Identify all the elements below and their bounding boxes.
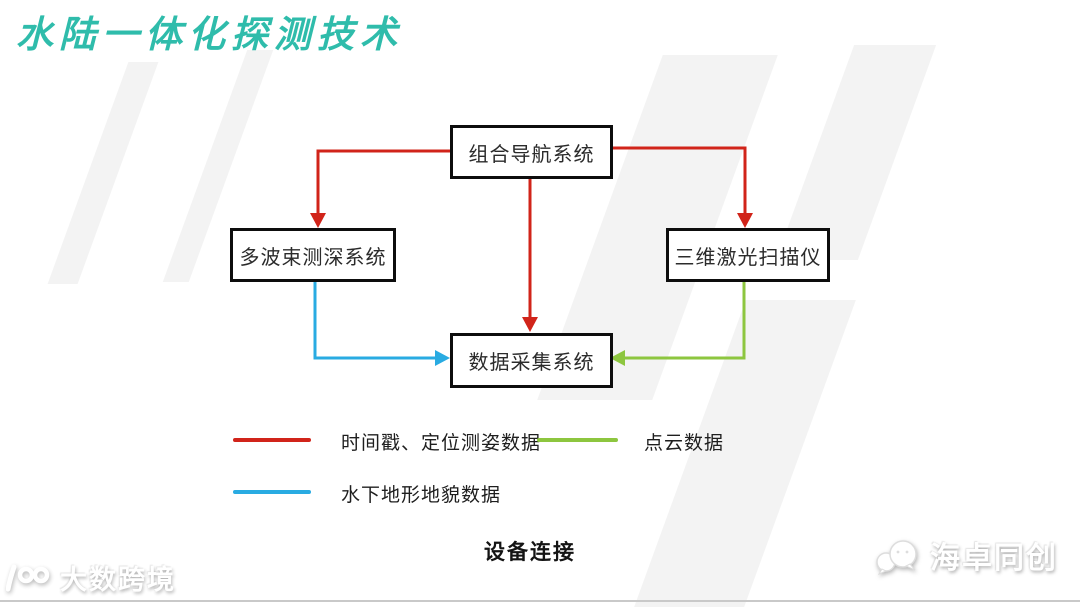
flow-node-label: 数据采集系统 <box>468 352 595 374</box>
legend-label-blue: 水下地形地貌数据 <box>341 485 502 506</box>
flow-node-3d-laser-scanner: 三维激光扫描仪 <box>666 228 830 282</box>
legend-swatch-blue <box>233 490 311 494</box>
arrowhead-left-icon <box>610 350 625 366</box>
arrowhead-right-icon <box>435 350 450 366</box>
flow-node-label: 三维激光扫描仪 <box>674 246 822 269</box>
watermark-text: 海卓同创 <box>930 542 1058 575</box>
wechat-icon <box>876 540 917 576</box>
watermark-bottom-left: 大数跨境 <box>6 558 176 597</box>
edge-nav-to-multibeam <box>316 149 450 218</box>
legend-swatch-red <box>233 438 311 442</box>
hundred-logo-icon <box>6 564 50 591</box>
edge-nav-to-laser <box>607 146 747 218</box>
edge-laser-to-daq <box>620 279 746 360</box>
page-title: 水陆一体化探测技术 <box>16 15 403 56</box>
arrowhead-down-icon <box>310 213 326 228</box>
arrowhead-down-icon <box>522 317 538 332</box>
legend-label-green: 点云数据 <box>644 433 725 454</box>
flow-node-label: 多波束测深系统 <box>239 246 387 269</box>
flow-node-combined-navigation-system: 组合导航系统 <box>450 125 613 179</box>
flow-node-data-acquisition-system: 数据采集系统 <box>450 333 613 388</box>
watermark-text: 大数跨境 <box>60 565 176 595</box>
watermark-bottom-right: 海卓同创 <box>872 533 1058 577</box>
flow-node-label: 组合导航系统 <box>468 143 595 166</box>
legend-swatch-green <box>537 438 618 442</box>
arrowhead-down-icon <box>737 213 753 228</box>
edge-multibeam-to-daq <box>313 279 440 360</box>
flow-node-multibeam-sounding-system: 多波束测深系统 <box>230 228 396 282</box>
bottom-divider <box>0 600 1080 602</box>
legend-label-red: 时间戳、定位测姿数据 <box>341 433 542 454</box>
diagram-caption: 设备连接 <box>484 540 576 564</box>
